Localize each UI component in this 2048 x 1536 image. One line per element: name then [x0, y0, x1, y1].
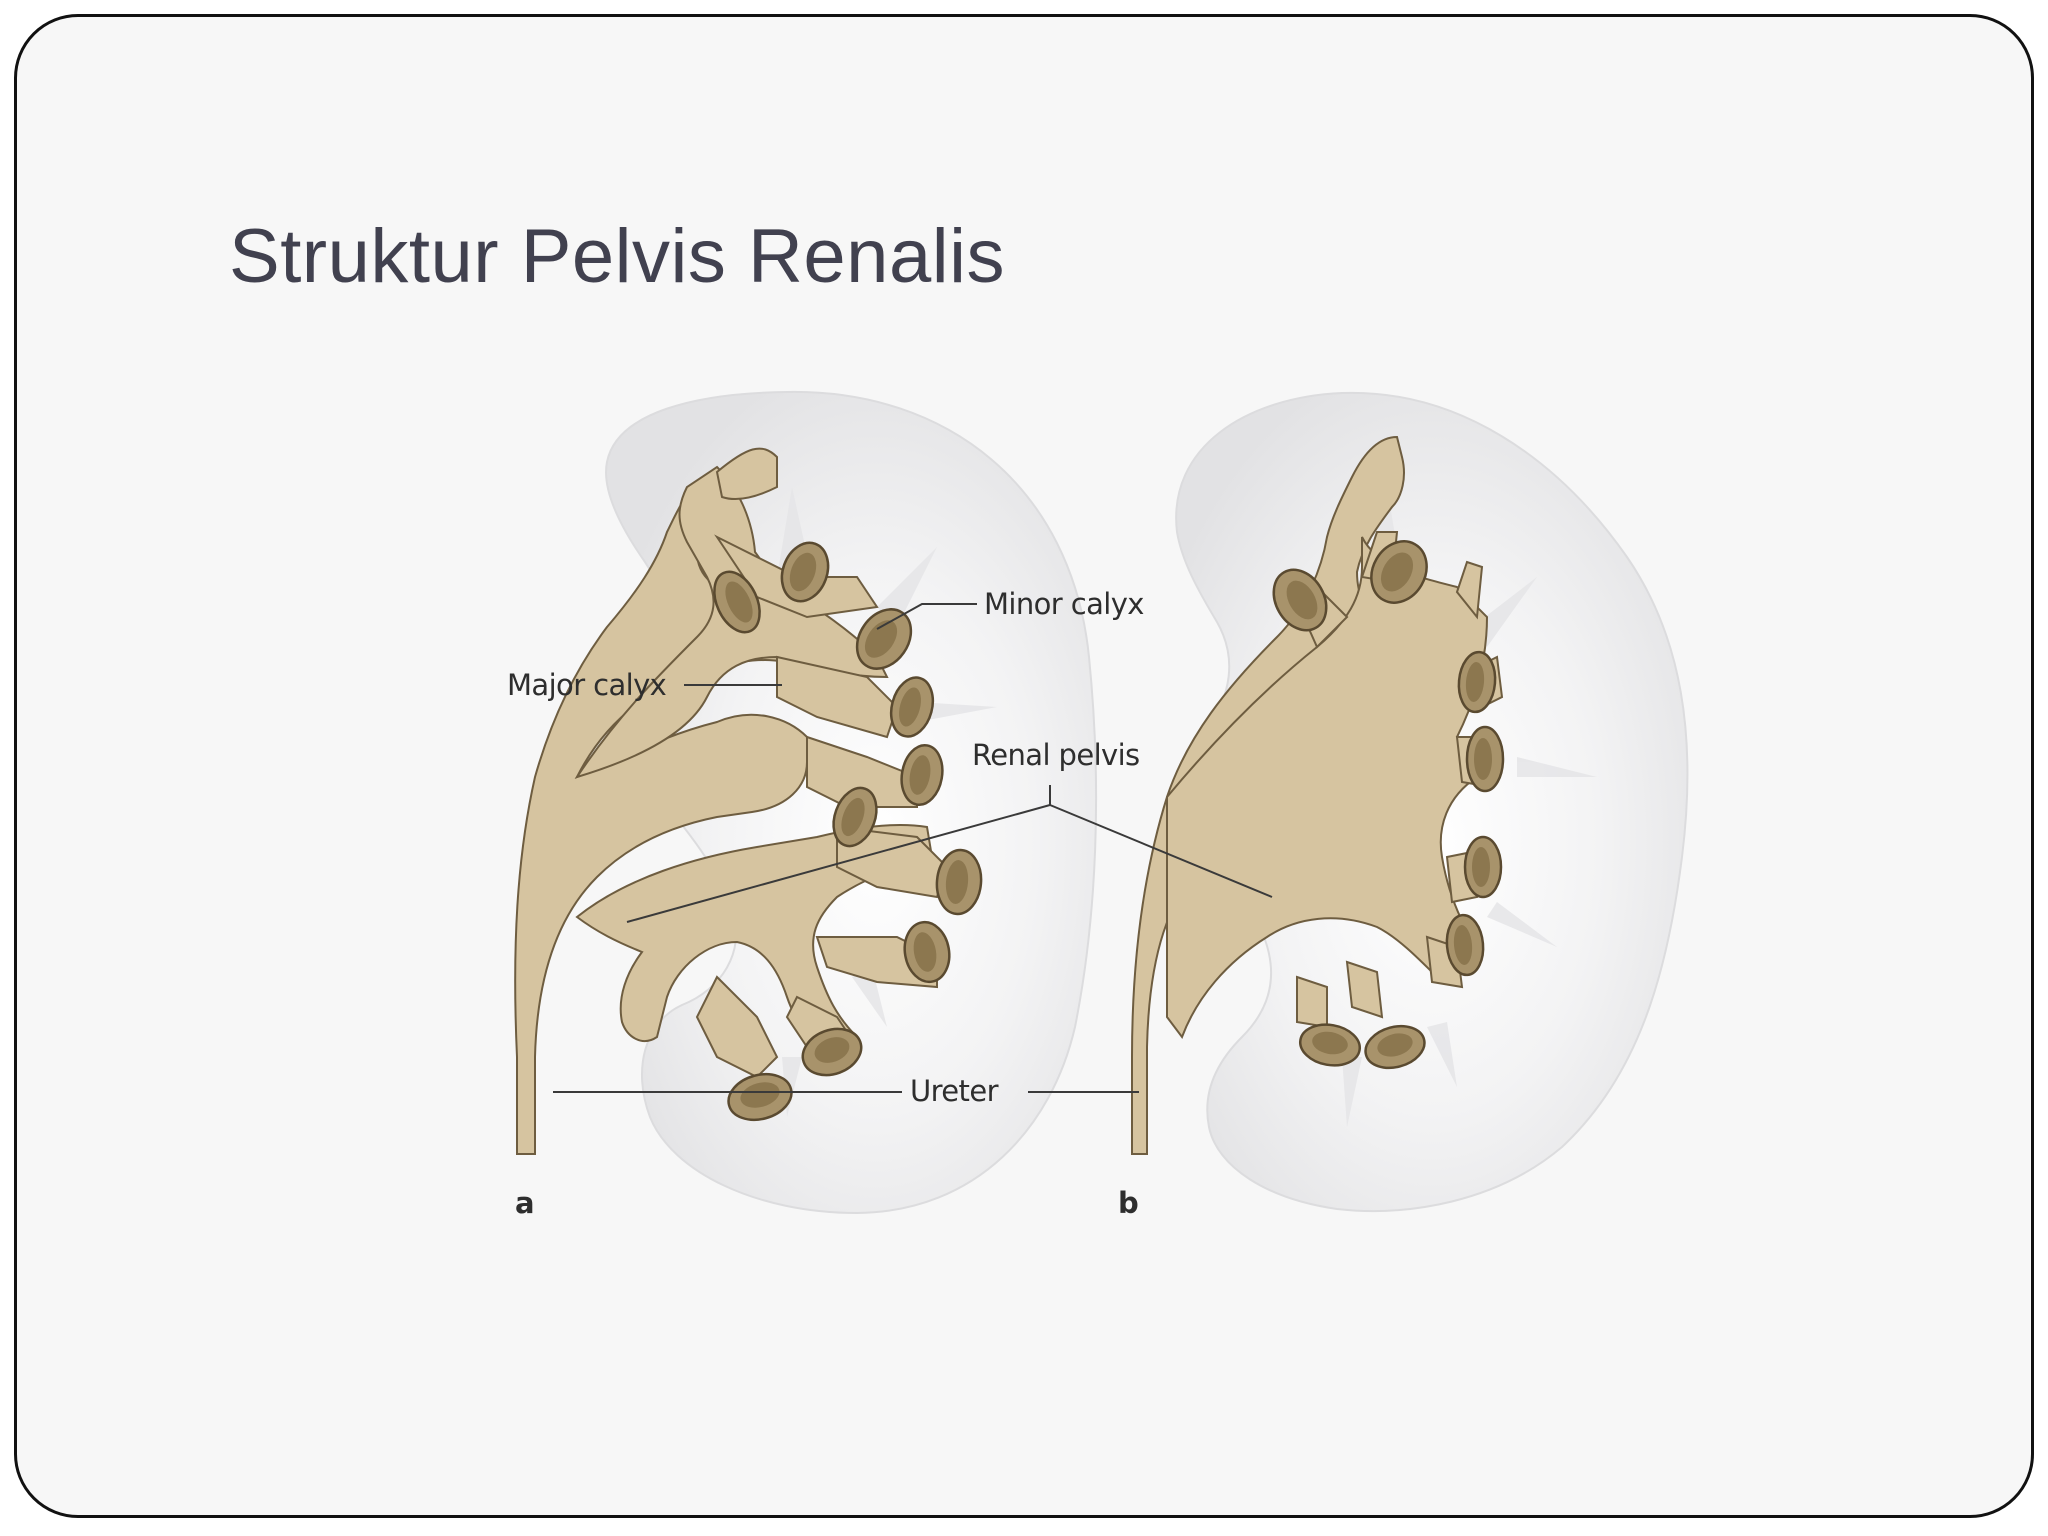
renal-pelvis-b-body [1166, 536, 1489, 1040]
renal-pelvis-diagram: Minor calyx Major calyx Renal pelvis Ure… [507, 390, 1689, 1220]
collecting-system-a [514, 447, 983, 1155]
panel-label-a: a [515, 1186, 535, 1220]
minor-calyx-a-3 [776, 655, 899, 739]
renal-pelvis-label: Renal pelvis [972, 738, 1140, 772]
collecting-system-b [1131, 435, 1505, 1155]
minor-calyx-a-4 [806, 735, 918, 808]
kidney-b [1131, 391, 1689, 1212]
minor-calyx-label: Minor calyx [984, 587, 1144, 621]
minor-calyx-a-1 [715, 447, 778, 500]
renal-pelvis-leader [626, 785, 1273, 923]
minor-calyx-leader [876, 603, 977, 630]
calyx-cups-a [713, 541, 983, 1122]
panel-label-b: b [1118, 1186, 1139, 1220]
slide-title: Struktur Pelvis Renalis [229, 214, 1005, 299]
slide: Struktur Pelvis Renalis [14, 14, 2034, 1518]
kidney-a [514, 390, 1098, 1215]
minor-calyx-a-5 [836, 825, 949, 899]
leader-lines [553, 603, 1273, 1093]
ureter-label: Ureter [910, 1074, 999, 1108]
major-calyx-label: Major calyx [507, 668, 667, 702]
calyx-cups-b [1272, 540, 1505, 1070]
